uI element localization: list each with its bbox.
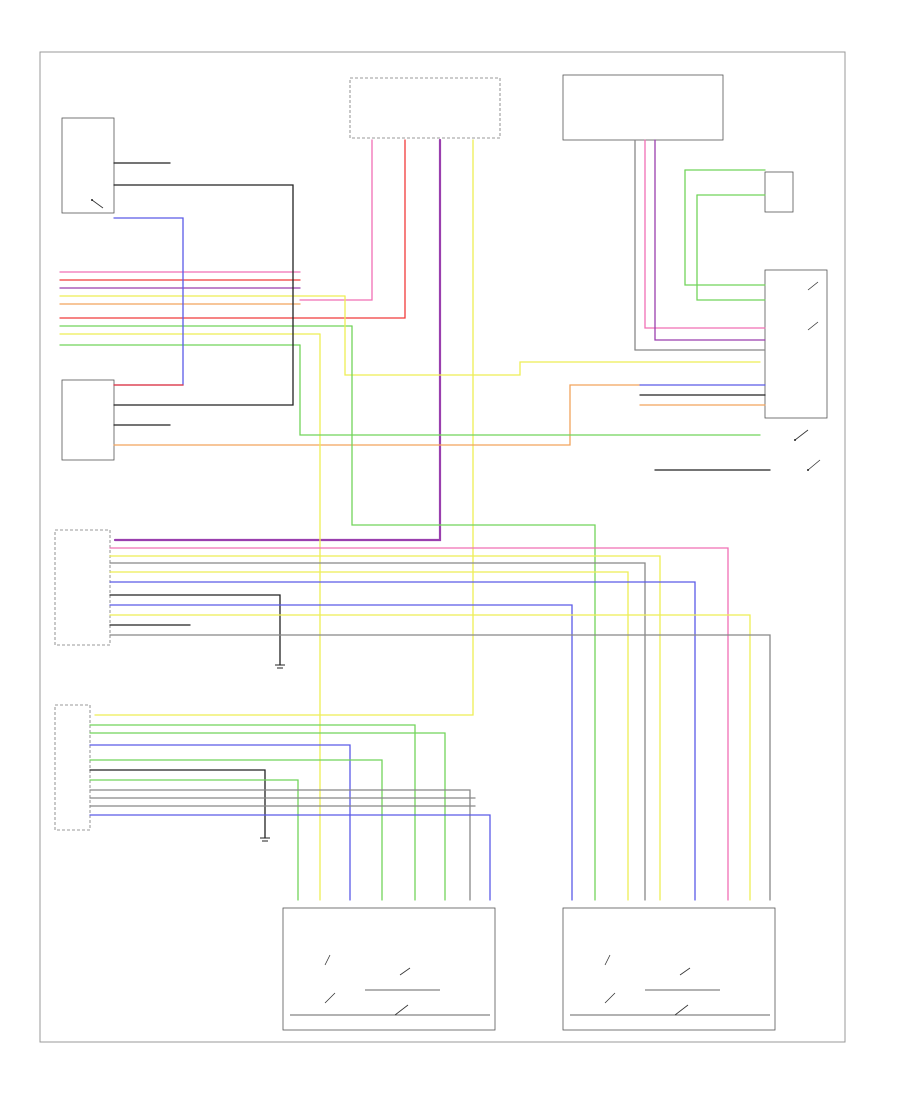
trunk-release-switch <box>61 117 115 214</box>
wire-rm-9 <box>89 814 491 901</box>
wire-lm-1 <box>109 547 729 901</box>
right-door-lock-switches <box>290 954 490 1016</box>
trunk-lid-switch <box>794 429 809 441</box>
wire-green-ps4 <box>696 194 766 301</box>
wire-black-bus <box>113 184 294 406</box>
left-door-lock-switches <box>570 954 770 1016</box>
wire-rm-6 <box>89 789 471 901</box>
wire-pink-cem <box>644 139 766 329</box>
cem-internal-switch <box>807 281 819 331</box>
trunk-lid-lock-actuator <box>61 379 115 461</box>
right-door-lock-assembly <box>282 907 496 1031</box>
wire-lm-3 <box>109 562 646 901</box>
wire-rm-3 <box>89 744 351 901</box>
left-mirror-module <box>54 529 111 646</box>
ground-symbol-a <box>275 664 285 669</box>
wire-purple <box>113 138 442 542</box>
wire-green-ps2 <box>684 169 766 286</box>
wire-blue-trunk <box>113 217 184 386</box>
lid-open-switch <box>807 459 821 471</box>
wire-lm-5 <box>109 581 696 901</box>
wire-lm-2 <box>109 555 661 901</box>
wire-pink <box>299 139 373 301</box>
wire-purple-cem <box>654 139 766 341</box>
wire-lm-gnd <box>109 594 281 666</box>
ground-symbol-b <box>260 837 270 842</box>
left-door-lock-assembly <box>562 907 776 1031</box>
wire-lm-6 <box>109 604 573 901</box>
wire-lm-8 <box>109 634 771 901</box>
wire-green-ld <box>351 325 596 901</box>
wire-rm-5 <box>89 779 299 901</box>
wire-rm-1 <box>89 724 416 901</box>
wire-red <box>59 139 406 319</box>
trunk-switch-contact <box>91 199 104 209</box>
wire-green-cem <box>299 344 761 436</box>
powertrain-control-module <box>562 74 724 141</box>
diagram-frame <box>39 51 846 1043</box>
wire-rm-2 <box>89 732 446 901</box>
wire-yellow-cem <box>344 295 761 376</box>
wire-orange-trunk <box>113 384 641 446</box>
right-mirror-module <box>54 704 91 831</box>
wire-rm-4 <box>89 759 383 901</box>
wire-lm-4 <box>109 571 629 901</box>
wire-yellow-rm <box>94 139 474 716</box>
power-sensor <box>764 171 794 213</box>
central-electronic-module <box>764 269 828 419</box>
fuse-box <box>349 77 501 139</box>
wire-lm-7 <box>109 614 751 901</box>
